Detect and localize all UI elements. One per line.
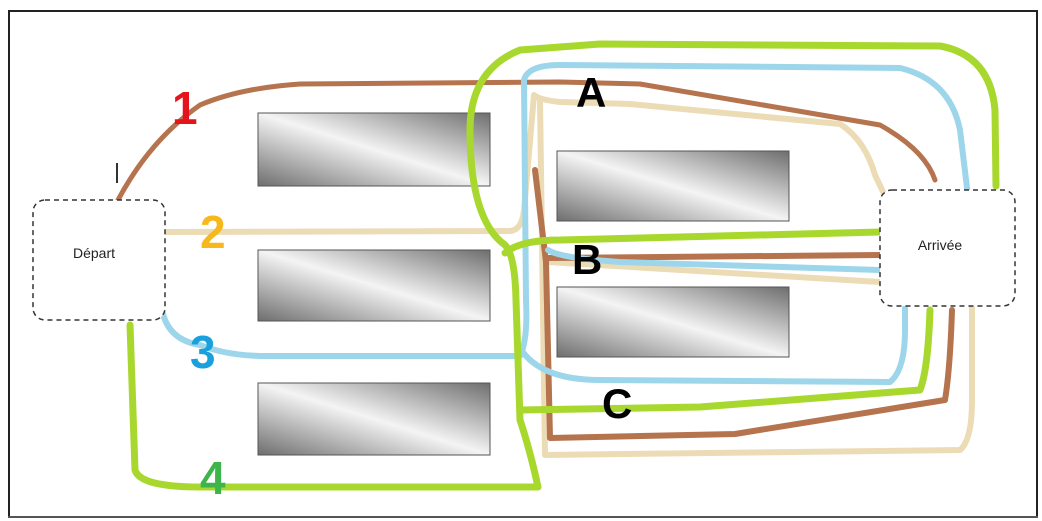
- route-2-line-middle: [545, 259, 883, 285]
- route-1-paths: [115, 79, 955, 441]
- block: [556, 150, 790, 222]
- route-4-number: 4: [200, 452, 226, 504]
- route-4-line-top: [126, 40, 1000, 491]
- block: [257, 112, 491, 187]
- route-4-paths: [126, 40, 1000, 491]
- start-node: [32, 199, 166, 321]
- route-2-line-to-arrival-top: [159, 92, 888, 235]
- block: [257, 382, 491, 456]
- route-1-number: 1: [172, 82, 198, 134]
- point-b-label: B: [572, 236, 602, 283]
- point-c-label: C: [602, 380, 632, 427]
- route-3-line-top: [159, 62, 971, 359]
- end-label: Arrivée: [918, 237, 963, 253]
- start-label: Départ: [73, 245, 115, 261]
- block: [556, 286, 790, 358]
- route-2-number: 2: [200, 206, 226, 258]
- diagram-frame: [8, 10, 1038, 518]
- route-3-line-middle: [545, 247, 883, 273]
- route-2-line-lower: [537, 97, 975, 458]
- route-2-paths: [159, 92, 975, 458]
- route-1-line-middle: [545, 252, 883, 261]
- end-node: [879, 189, 1016, 307]
- route-3-paths: [159, 62, 971, 385]
- route-3-line-lower: [517, 305, 908, 385]
- frame-bottom-edge: [8, 516, 1038, 518]
- route-4-line-middle: [501, 228, 884, 257]
- route-3-number: 3: [190, 326, 216, 378]
- point-a-label: A: [576, 69, 606, 116]
- block: [257, 249, 491, 322]
- route-4-line-lower: [516, 306, 934, 414]
- route-1-line-top: [115, 79, 938, 203]
- route-1-line-lower: [532, 167, 955, 441]
